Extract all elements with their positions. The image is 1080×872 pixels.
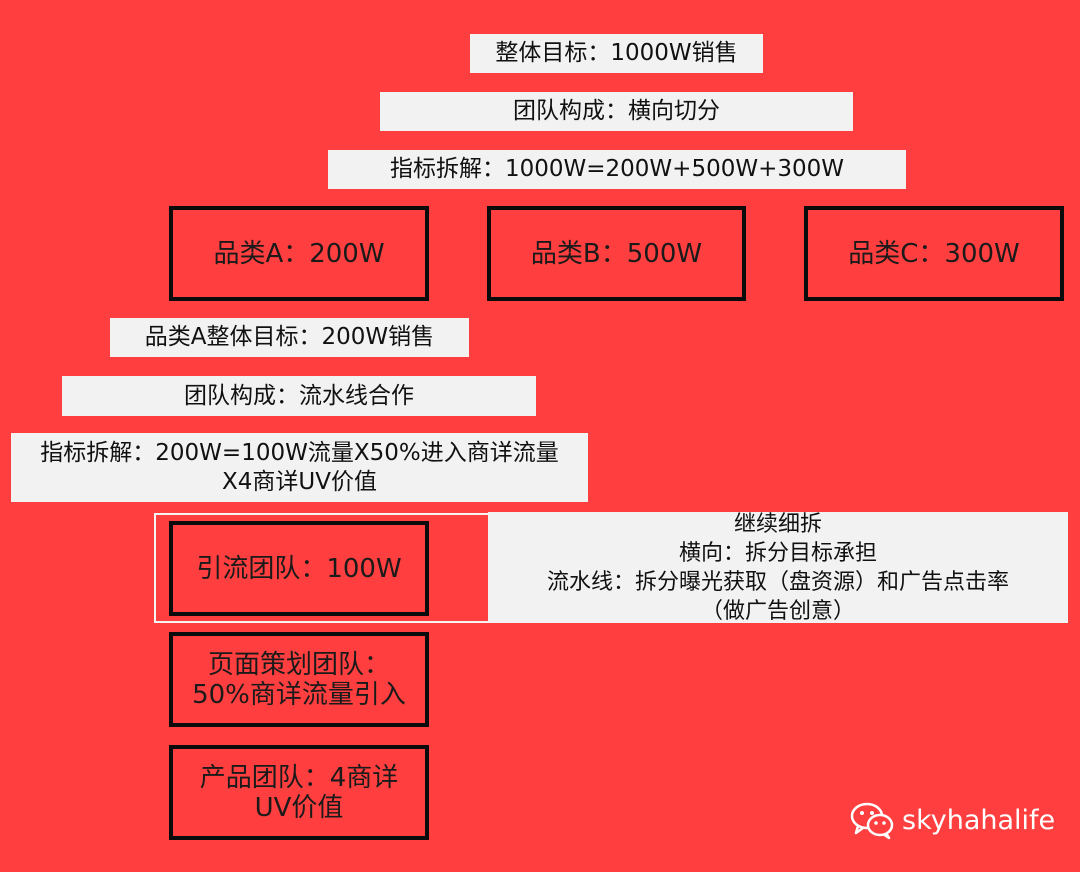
category-a-goal-label: 品类A整体目标：200W销售 bbox=[110, 318, 469, 357]
category-c-box: 品类C：300W bbox=[804, 206, 1064, 301]
category-a-team-label: 团队构成：流水线合作 bbox=[62, 376, 536, 416]
team-structure-label: 团队构成：横向切分 bbox=[380, 92, 853, 131]
further-breakdown-note: 继续细拆 横向：拆分目标承担 流水线：拆分曝光获取（盘资源）和广告点击率 （做广… bbox=[488, 512, 1068, 624]
category-b-box: 品类B：500W bbox=[487, 206, 746, 301]
overall-goal-label: 整体目标：1000W销售 bbox=[470, 34, 763, 73]
category-a-box: 品类A：200W bbox=[169, 206, 429, 301]
metric-breakdown-label: 指标拆解：1000W=200W+500W+300W bbox=[328, 150, 906, 189]
category-a-metric-label: 指标拆解：200W=100W流量X50%进入商详流量 X4商详UV价值 bbox=[11, 433, 588, 502]
page-planning-team-box: 页面策划团队： 50%商详流量引入 bbox=[169, 632, 429, 727]
traffic-team-box: 引流团队：100W bbox=[169, 521, 429, 616]
watermark-text: skyhahalife bbox=[902, 804, 1056, 836]
watermark: skyhahalife bbox=[850, 800, 1055, 840]
product-team-box: 产品团队：4商详 UV价值 bbox=[169, 745, 429, 840]
wechat-icon bbox=[850, 802, 894, 840]
